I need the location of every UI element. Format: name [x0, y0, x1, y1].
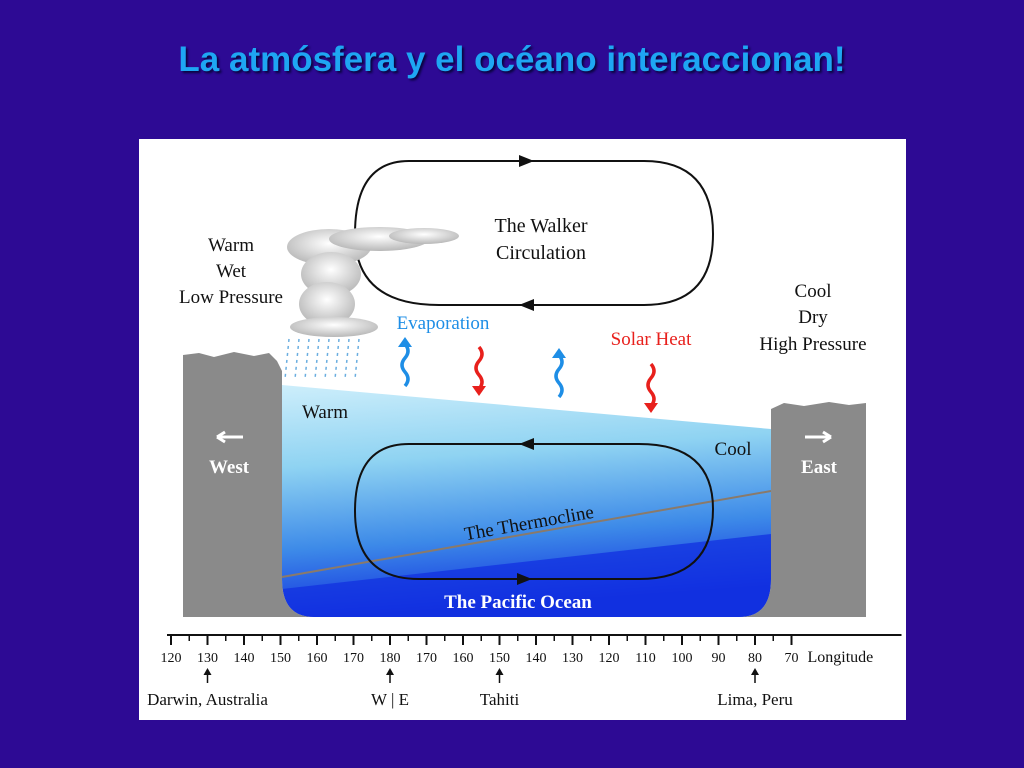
walker-label-line2: Circulation — [496, 242, 586, 264]
east-condition-dry: Dry — [798, 307, 828, 328]
evaporation-arrow-icon — [398, 337, 412, 347]
west-label: West — [209, 457, 250, 478]
solar-heat-arrow-icon — [644, 403, 658, 413]
walker-loop-arrow-icon — [519, 299, 534, 311]
axis-tick-label: 110 — [635, 651, 655, 666]
axis-tick-label: 170 — [343, 651, 364, 666]
slide-title: La atmósfera y el océano interaccionan! — [178, 40, 846, 79]
east-landmass — [739, 402, 866, 617]
marker-label: W | E — [371, 690, 409, 709]
evaporation-arrow-icon — [554, 353, 564, 399]
evaporation-arrow-icon — [400, 342, 410, 388]
west-condition-wet: Wet — [216, 261, 247, 282]
axis-tick-label: 170 — [416, 651, 437, 666]
rain-icon — [284, 338, 360, 380]
west-condition-warm: Warm — [208, 235, 254, 256]
marker-arrow-icon — [751, 668, 759, 675]
axis-tick-label: 160 — [453, 651, 474, 666]
axis-tick-label: 160 — [307, 651, 328, 666]
axis-tick-label: 100 — [672, 651, 693, 666]
cool-water-label: Cool — [715, 439, 752, 460]
west-condition-pressure: Low Pressure — [179, 287, 283, 308]
east-arrow-icon — [805, 430, 832, 444]
east-condition-cool: Cool — [795, 281, 832, 302]
warm-water-label: Warm — [302, 402, 348, 423]
walker-circulation-loop — [353, 160, 715, 306]
solar-heat-arrow-icon — [472, 386, 486, 396]
thermocline-line — [281, 490, 772, 578]
axis-tick-label: 70 — [785, 651, 799, 666]
deep-water — [282, 534, 771, 617]
west-landmass — [183, 352, 314, 617]
marker-arrow-icon — [203, 668, 212, 675]
pacific-ocean-label: The Pacific Ocean — [444, 592, 592, 613]
axis-tick-label: 130 — [197, 651, 218, 666]
walker-circulation-diagram: West East — [147, 155, 902, 709]
west-arrow-icon — [216, 430, 243, 444]
axis-tick-label: 80 — [748, 651, 762, 666]
walker-label-line1: The Walker — [495, 215, 588, 237]
marker-arrow-icon — [386, 668, 394, 675]
solar-heat-label: Solar Heat — [611, 329, 692, 350]
evaporation-arrow-icon — [552, 348, 566, 358]
evaporation-label: Evaporation — [397, 313, 490, 334]
ocean-loop-arrow-icon — [517, 573, 532, 585]
axis-tick-label: 120 — [161, 651, 182, 666]
solar-heat-arrow-icon — [474, 345, 484, 391]
axis-tick-label: 130 — [562, 651, 583, 666]
marker-label: Darwin, Australia — [147, 690, 268, 709]
east-label: East — [801, 457, 838, 478]
axis-label: Longitude — [808, 649, 874, 666]
ocean-loop-arrow-icon — [519, 438, 534, 450]
axis-tick-label: 150 — [489, 651, 510, 666]
ocean-circulation-loop — [353, 443, 715, 580]
storm-cloud-icon — [287, 227, 459, 337]
axis-tick-label: 140 — [526, 651, 547, 666]
axis-tick-label: 150 — [270, 651, 291, 666]
walker-circulation-figure: West East — [139, 139, 906, 720]
axis-tick-label: 180 — [380, 651, 401, 666]
axis-tick-label: 140 — [234, 651, 255, 666]
marker-arrow-icon — [495, 668, 504, 675]
axis-tick-label: 120 — [599, 651, 620, 666]
marker-label: Tahiti — [480, 690, 520, 709]
walker-loop-arrow-icon — [519, 155, 534, 167]
axis-tick-label: 90 — [712, 651, 726, 666]
marker-label: Lima, Peru — [717, 690, 793, 709]
longitude-axis: 120 130 140 150 160 170 180 170 160 150 140 130 120 1… — [147, 634, 902, 709]
solar-heat-arrow-icon — [646, 362, 656, 408]
east-condition-pressure: High Pressure — [759, 334, 866, 355]
